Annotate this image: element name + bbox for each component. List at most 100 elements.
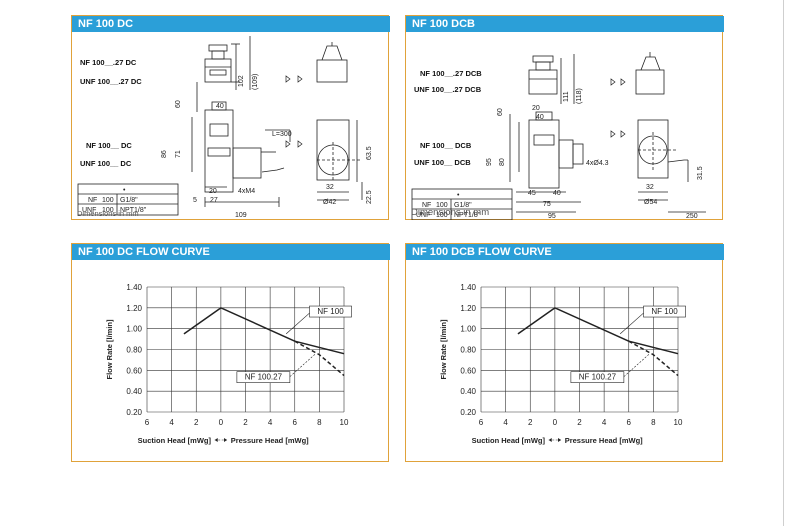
dimension-label: 32 — [646, 184, 654, 191]
y-tick-label: 0.40 — [460, 387, 476, 396]
y-tick-label: 1.20 — [460, 304, 476, 313]
y-axis-label: Flow Rate [l/min] — [439, 319, 448, 380]
triangle-icon — [620, 130, 626, 138]
dimension-label: 40 — [216, 103, 224, 110]
panel-title: NF 100 DC FLOW CURVE — [72, 244, 390, 260]
table-cell: UNF — [416, 212, 430, 219]
y-tick-label: 1.20 — [126, 304, 142, 313]
arrow-right-icon — [558, 438, 562, 442]
triangle-icon — [297, 75, 303, 83]
table-cell: 100 — [436, 202, 448, 209]
x-tick-label: 6 — [479, 418, 484, 427]
x-tick-label: 10 — [674, 418, 683, 427]
y-tick-label: 0.20 — [126, 408, 142, 417]
dc-dimension-drawing: NF 100__.27 DC UNF 100__.27 DC NF 100__ … — [77, 36, 373, 219]
table-cell: G1/8" — [454, 202, 472, 209]
series-line-nf100 — [517, 306, 679, 355]
x-tick-label: 4 — [503, 418, 508, 427]
triangle-icon — [610, 130, 616, 138]
x-tick-label: 2 — [577, 418, 582, 427]
table-cell: UNF — [82, 207, 96, 214]
x-tick-label: 8 — [651, 418, 656, 427]
x-tick-label: 8 — [317, 418, 322, 427]
y-tick-label: 0.60 — [460, 366, 476, 375]
dimension-label: 60 — [497, 108, 504, 116]
x-tick-label: 2 — [243, 418, 248, 427]
series-label-nf100: NF 100 — [651, 307, 678, 316]
callout-leader — [623, 353, 650, 377]
dimension-label: 27 — [210, 197, 218, 204]
dimension-label: 45 — [528, 190, 536, 197]
callout-box — [309, 305, 352, 318]
dimension-label: 63.5 — [366, 146, 373, 160]
y-axis-label: Flow Rate [l/min] — [105, 319, 114, 380]
dimension-label: (109) — [252, 74, 259, 90]
panel-title: NF 100 DC — [72, 16, 390, 32]
table-cell: NF — [88, 197, 97, 204]
dimension-label: 32 — [326, 184, 334, 191]
callout-box — [570, 371, 625, 383]
y-tick-label: 1.40 — [460, 283, 476, 292]
table-header: • — [457, 192, 460, 199]
model-label: NF 100__.27 DC — [80, 58, 137, 67]
dimension-label: 102 — [238, 75, 245, 87]
dimension-label: 22.5 — [366, 190, 373, 204]
panel-nf100-dcb: NF 100 DCB — [405, 15, 724, 220]
dimension-label: Ø54 — [644, 199, 657, 206]
callout-box — [236, 371, 291, 383]
table-cell: 100 — [102, 207, 114, 214]
dimension-label: 4xM4 — [238, 188, 255, 195]
dimension-label: (118) — [576, 88, 583, 104]
arrow-right-icon — [224, 438, 228, 442]
dimension-label: 40 — [536, 114, 544, 121]
dimensions-caption: Dimensions in mm — [411, 207, 490, 218]
series-label-nf100-27: NF 100.27 — [579, 373, 617, 382]
x-tick-label: 10 — [340, 418, 349, 427]
table-cell: G1/8" — [120, 197, 138, 204]
x-tick-label: 6 — [145, 418, 150, 427]
dcb-dimension-drawing: NF 100__.27 DCB UNF 100__.27 DCB NF 100_… — [411, 52, 706, 220]
callout-box — [643, 305, 686, 318]
callout-leader — [285, 312, 310, 335]
series-line-nf100-27 — [294, 340, 345, 377]
series-label-nf100: NF 100 — [317, 307, 344, 316]
model-label: NF 100__.27 DCB — [420, 69, 482, 78]
dimension-label: 40 — [553, 190, 561, 197]
dimension-label: 5 — [193, 197, 197, 204]
dimension-label: L=300 — [272, 131, 292, 138]
triangle-icon — [620, 78, 626, 86]
triangle-icon — [285, 75, 291, 83]
panel-nf100-dc: NF 100 DC — [71, 15, 390, 220]
table-cell: NPT1/8" — [454, 212, 481, 219]
arrow-left-icon — [214, 438, 218, 442]
x-tick-label: 0 — [553, 418, 558, 427]
dimension-label: 109 — [235, 212, 247, 219]
x-axis-label-right: Pressure Head [mWg] — [565, 436, 643, 445]
dimensions-caption: Dimensions in mm — [77, 209, 139, 218]
dimension-label: 111 — [563, 91, 570, 102]
table-cell: 100 — [102, 197, 114, 204]
table-header: • — [123, 187, 126, 194]
dimension-label: 60 — [175, 100, 182, 108]
panel-title: NF 100 DCB FLOW CURVE — [406, 244, 724, 260]
x-tick-label: 4 — [602, 418, 607, 427]
x-tick-label: 2 — [528, 418, 533, 427]
y-tick-label: 0.60 — [126, 366, 142, 375]
dimension-label: 20 — [209, 188, 217, 195]
triangle-icon — [285, 140, 291, 148]
x-axis-label-right: Pressure Head [mWg] — [231, 436, 309, 445]
y-tick-label: 1.00 — [460, 325, 476, 334]
triangle-icon — [297, 140, 303, 148]
model-label: UNF 100__ DC — [80, 159, 132, 168]
model-label: NF 100__ DC — [86, 141, 132, 150]
dimension-label: Ø42 — [323, 199, 336, 206]
dimension-label: 4xØ4.3 — [586, 160, 609, 167]
dimension-label: 20 — [532, 105, 540, 112]
y-tick-label: 1.00 — [126, 325, 142, 334]
dimension-label: 31.5 — [697, 166, 704, 180]
x-axis-label-left: Suction Head [mWg] — [138, 436, 212, 445]
dimension-label: 80 — [499, 158, 506, 166]
dimension-label: 95 — [486, 158, 493, 166]
